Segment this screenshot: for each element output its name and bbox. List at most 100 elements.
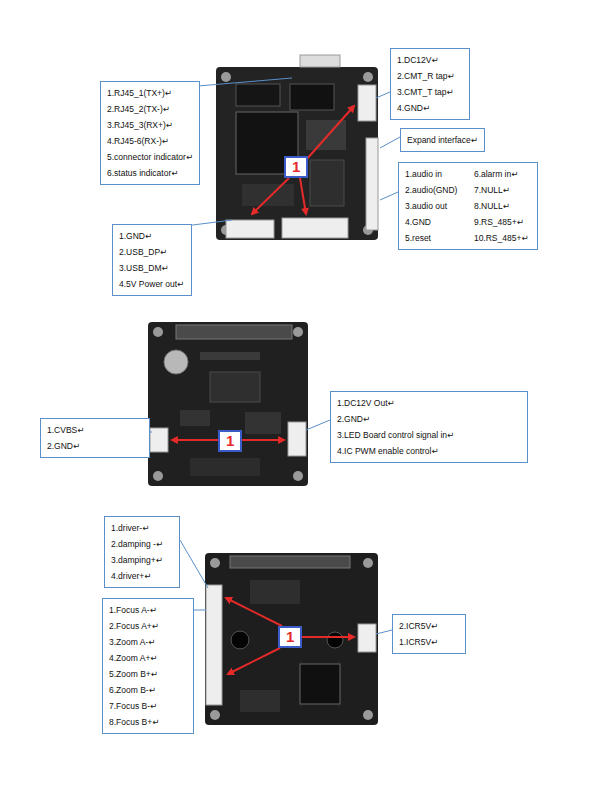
pin-label: 5.connector indicator↵ — [107, 149, 193, 165]
pin-label: 2.CMT_R tap↵ — [397, 68, 463, 84]
lens-driver-board — [210, 710, 220, 720]
pin-label: 2.damping -↵ — [111, 536, 173, 552]
lens-driver-board — [363, 558, 373, 568]
leader-line — [185, 220, 232, 226]
video-board — [153, 471, 163, 481]
pin-label: 10.RS_485+↵ — [474, 230, 531, 246]
network-board — [300, 55, 340, 67]
pin-label: 9.RS_485+↵ — [474, 214, 531, 230]
lens-driver-board — [327, 632, 343, 648]
network-board — [358, 85, 376, 121]
pin-label: 8.Focus B+↵ — [109, 714, 187, 730]
lens-driver-board — [230, 556, 350, 568]
video-board — [245, 412, 281, 434]
callout-arrow — [226, 598, 282, 626]
pin-label: 4.Zoom A+↵ — [109, 650, 187, 666]
leader-line — [150, 432, 152, 433]
leader-line — [180, 540, 208, 588]
pin-label: 2.GND↵ — [337, 411, 521, 427]
pin-label: 2.RJ45_2(TX-)↵ — [107, 101, 193, 117]
callout-arrow — [240, 439, 284, 441]
pin-label: 2.ICR5V↵ — [399, 618, 459, 634]
pinout-callout: 1.DC12V Out↵2.GND↵3.LED Board control si… — [330, 391, 528, 463]
pin-label: 8.NULL↵ — [474, 198, 531, 214]
network-board — [310, 160, 344, 206]
video-board — [190, 458, 260, 476]
pinout-callout: 1.RJ45_1(TX+)↵2.RJ45_2(TX-)↵3.RJ45_3(RX+… — [100, 81, 200, 185]
network-board — [290, 84, 334, 110]
pinout-callout: 1.Focus A-↵2.Focus A+↵3.Zoom A-↵4.Zoom A… — [102, 598, 194, 734]
pin-label: 6.status indicator↵ — [107, 165, 193, 181]
pin-label: 6.Zoom B-↵ — [109, 682, 187, 698]
lens-driver-board — [206, 585, 222, 705]
pin-label: 4.IC PWM enable control↵ — [337, 443, 521, 459]
video-board — [164, 350, 188, 374]
lens-driver-board — [250, 580, 300, 604]
pin-label: 1.CVBS↵ — [47, 422, 143, 438]
network-board — [366, 138, 378, 230]
leader-line — [376, 92, 390, 98]
pin-label: 3.USB_DM↵ — [119, 260, 185, 276]
pin-label: 1.DC12V Out↵ — [337, 395, 521, 411]
pin-label: 1.DC12V↵ — [397, 52, 463, 68]
pin-label: 7.Focus B-↵ — [109, 698, 187, 714]
network-board — [282, 218, 348, 238]
video-board — [176, 325, 292, 339]
pin-label: 2.USB_DP↵ — [119, 244, 185, 260]
pinout-callout: Expand interface↵ — [400, 128, 485, 152]
video-board — [148, 322, 308, 486]
pin-label: 1.GND↵ — [119, 228, 185, 244]
callout-number-box: 1 — [218, 430, 242, 452]
network-board — [236, 84, 280, 106]
video-board — [293, 471, 303, 481]
pinout-callout: 1.GND↵2.USB_DP↵3.USB_DM↵4.5V Power out↵ — [112, 224, 192, 296]
pin-label: 1.RJ45_1(TX+)↵ — [107, 85, 193, 101]
pin-label: 2.Focus A+↵ — [109, 618, 187, 634]
pin-label: 3.Zoom A-↵ — [109, 634, 187, 650]
lens-driver-board — [300, 664, 340, 704]
pin-label: 3.damping+↵ — [111, 552, 173, 568]
callout-number-box: 1 — [284, 156, 308, 178]
pin-label: 1.audio in — [405, 166, 460, 182]
pin-label: 6.alarm in↵ — [474, 166, 531, 182]
pinout-callout: 1.CVBS↵2.GND↵ — [40, 418, 150, 458]
callout-number: 1 — [226, 432, 234, 450]
leader-line — [380, 192, 398, 200]
pin-label: 4.5V Power out↵ — [119, 276, 185, 292]
callout-number: 1 — [292, 158, 300, 176]
pin-label: 4.GND — [405, 214, 460, 230]
video-board — [293, 327, 303, 337]
leader-line — [306, 420, 330, 430]
pin-label: Expand interface↵ — [407, 132, 478, 148]
lens-driver-board — [210, 558, 220, 568]
lens-driver-board — [358, 624, 376, 652]
video-board — [150, 428, 168, 452]
video-board — [200, 352, 260, 360]
leader-line — [380, 137, 400, 148]
video-board — [210, 372, 260, 402]
pin-label: 7.NULL↵ — [474, 182, 531, 198]
network-board — [226, 220, 274, 238]
callout-arrow — [228, 648, 280, 674]
pin-label: 1.Focus A-↵ — [109, 602, 187, 618]
pin-label: 3.CMT_T tap↵ — [397, 84, 463, 100]
leader-line — [198, 78, 292, 86]
pin-label: 2.audio(GND) — [405, 182, 460, 198]
pinout-callout: 2.ICR5V↵1.ICR5V↵ — [392, 614, 466, 654]
lens-driver-board — [231, 631, 249, 649]
network-board — [216, 67, 378, 240]
pin-label: 3.LED Board control signal in↵ — [337, 427, 521, 443]
pin-label: 4.GND↵ — [397, 100, 463, 116]
pin-label: 5.reset — [405, 230, 460, 246]
leader-line — [376, 630, 392, 634]
lens-driver-board — [363, 710, 373, 720]
lens-driver-board — [205, 553, 378, 725]
callout-number-box: 1 — [278, 626, 302, 648]
pin-label: 3.audio out — [405, 198, 460, 214]
callout-arrow — [306, 106, 354, 160]
video-board — [148, 322, 308, 486]
lens-driver-board — [240, 690, 280, 712]
callout-number: 1 — [286, 628, 294, 646]
pin-label: 5.Zoom B+↵ — [109, 666, 187, 682]
